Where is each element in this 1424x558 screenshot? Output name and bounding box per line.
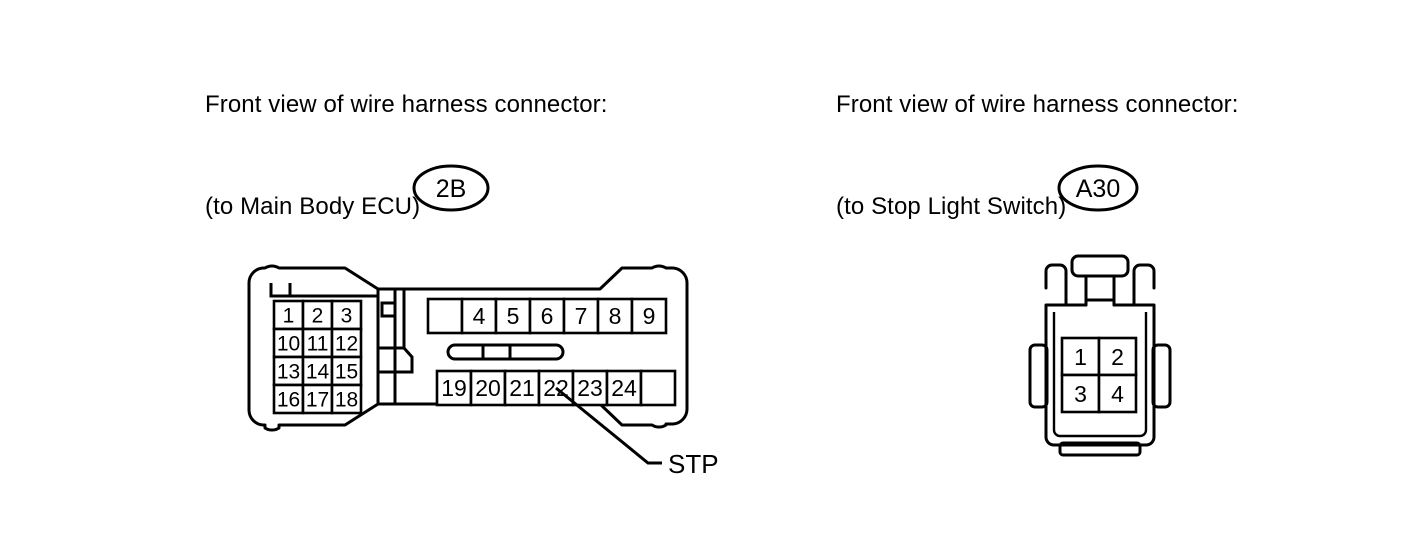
pin-cell[interactable] [330,383,363,415]
pin-cell[interactable] [272,299,305,331]
pin-cell[interactable] [1060,336,1101,377]
pin-label: 16 [277,389,300,412]
badge-2b-ellipse [412,164,490,212]
pin-label: 24 [611,375,637,401]
callout-stp: STP [555,386,719,479]
pin-label: 15 [335,361,358,384]
right-housing-wing-left [1028,343,1049,409]
pin-label: 12 [335,333,358,356]
right-housing-shell [1044,298,1156,447]
pin-label: 4 [473,303,486,329]
pin-cell-empty[interactable] [639,369,677,407]
left-housing-key-step [378,346,414,374]
pin-label: 19 [441,375,467,401]
right-housing-prong-right-outer [1132,263,1156,307]
divider-bar-body [446,343,565,361]
pin-cell[interactable] [494,297,532,335]
pin-label: 20 [475,375,501,401]
badge-2b: 2B [412,164,490,212]
right-connector-pin-grid: 1 2 3 4 [1060,336,1138,414]
right-housing-shell-inner [1052,312,1148,438]
pin-label: 4 [1111,381,1124,407]
left-connector-housing [247,264,689,432]
pin-cell[interactable] [330,299,363,331]
pin-cell[interactable] [528,297,566,335]
left-connector-pin-grid: 1 2 3 10 11 12 13 14 15 16 17 18 [272,299,363,415]
badge-a30-label: A30 [1076,175,1120,203]
caption-right-line-1: Front view of wire harness connector: [836,91,1239,118]
pin-label: 9 [643,303,656,329]
pin-label: 3 [1074,381,1087,407]
right-housing-top-latch [1070,254,1130,278]
pin-cell[interactable] [460,297,498,335]
badge-a30-ellipse [1057,164,1139,212]
pin-label: 2 [1111,344,1124,370]
right-housing-prong-left-outer [1044,263,1068,307]
badge-a30: A30 [1057,164,1139,212]
pin-label: 11 [307,333,329,356]
pin-label: 8 [609,303,622,329]
caption-left-line-2: (to Main Body ECU) [205,193,421,220]
pin-cell[interactable] [435,369,473,407]
pin-cell[interactable] [630,297,668,335]
pin-label: 1 [1074,344,1087,370]
pin-label: 2 [312,305,324,328]
caption-left-connector: Front view of wire harness connector: (t… [205,20,608,292]
left-housing-key-notch [380,301,397,318]
left-connector-top-row: 4 5 6 7 8 9 [426,297,668,335]
caption-right-connector: Front view of wire harness connector: (t… [836,20,1239,292]
callout-stp-label: STP [668,449,719,479]
pin-label: 13 [277,361,300,384]
pin-label: 10 [277,333,300,356]
callout-stp-leader-line [555,386,662,465]
caption-left-line-1: Front view of wire harness connector: [205,91,608,118]
caption-right-line-2: (to Stop Light Switch) [836,193,1067,220]
pin-label: 14 [306,361,330,384]
right-housing-base-bar [1058,441,1142,457]
pin-label: 5 [507,303,520,329]
pin-label: 18 [335,389,358,412]
pin-label: 23 [577,375,603,401]
pin-cell[interactable] [1097,373,1138,414]
right-connector-housing [1028,254,1172,457]
pin-label: 6 [541,303,554,329]
pin-cell[interactable] [571,369,609,407]
pin-label: 7 [575,303,588,329]
right-housing-wing-right [1151,343,1172,409]
left-housing-top-ledge [269,283,378,298]
pin-label: 21 [509,375,535,401]
pin-cell-empty[interactable] [426,297,464,335]
pin-cell[interactable] [272,327,305,359]
pin-label: 3 [341,305,353,328]
pin-label: 1 [283,305,295,328]
left-housing-divider-bar [446,343,565,361]
pin-label: 17 [306,389,329,412]
pin-cell[interactable] [301,383,334,415]
badge-2b-label: 2B [436,175,467,203]
left-housing-outline [247,264,689,432]
